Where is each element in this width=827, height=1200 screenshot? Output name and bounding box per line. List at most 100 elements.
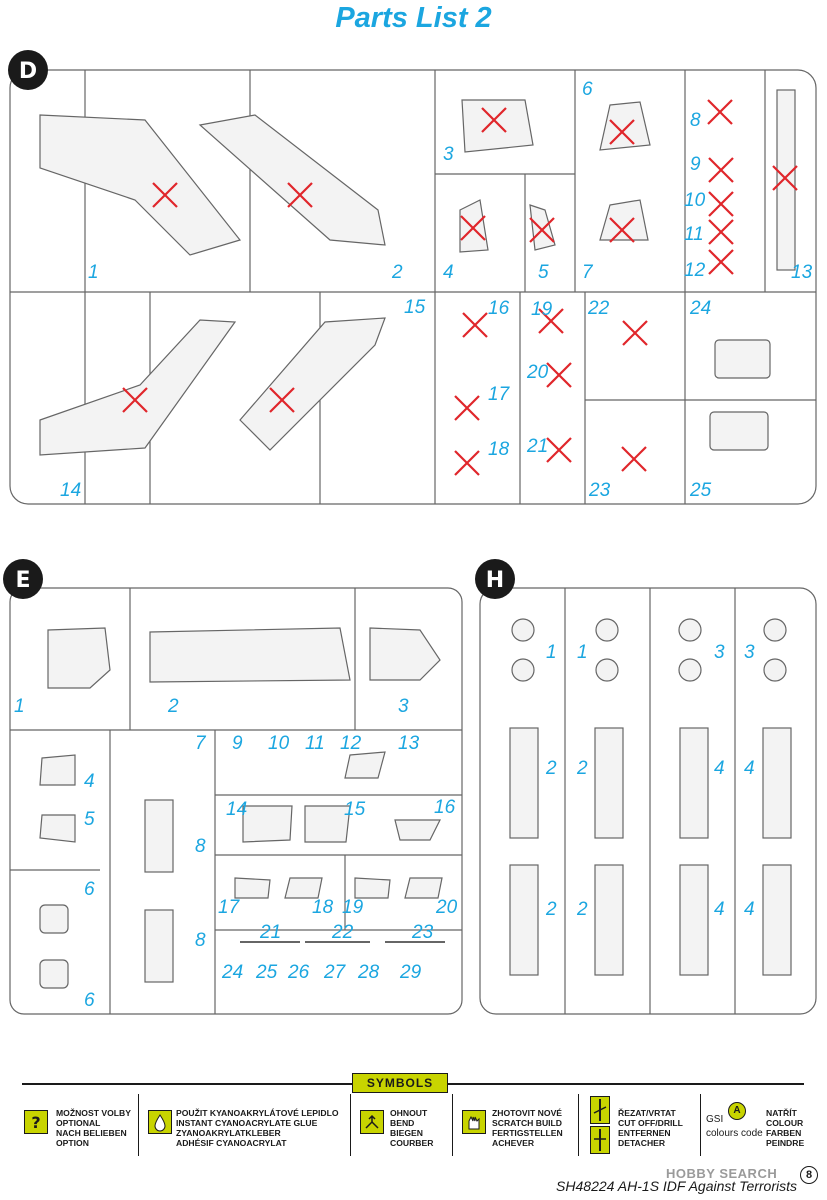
drill-icon: [590, 1126, 610, 1154]
symbol-text: ENTFERNEN: [618, 1128, 671, 1138]
part-number: 24: [221, 962, 243, 983]
symbol-text: MOŽNOST VOLBY: [56, 1108, 131, 1118]
symbol-text: ŘEZAT/VRTAT: [618, 1108, 676, 1118]
symbol-text: FERTIGSTELLEN: [492, 1128, 563, 1138]
part-number: 24: [689, 298, 711, 319]
part-number: 4: [744, 758, 755, 779]
part-number: 21: [526, 436, 548, 457]
part-number: 1: [577, 642, 588, 663]
part-number: 2: [545, 758, 557, 779]
part-number: 12: [684, 260, 706, 281]
symbol-text: PEINDRE: [766, 1138, 805, 1148]
part-number: 8: [195, 836, 206, 857]
part-number: 22: [587, 298, 610, 319]
symbol-text: FARBEN: [766, 1128, 802, 1138]
part-number: 3: [714, 642, 725, 663]
symbol-text: OHNOUT: [390, 1108, 428, 1118]
cut-icon: [590, 1096, 610, 1124]
part-number: 23: [411, 922, 434, 943]
symbol-text: POUŽIT KYANOAKRYLÁTOVÉ LEPIDLO: [176, 1108, 339, 1118]
part-number: 4: [744, 899, 755, 920]
symbol-optional: ? MOŽNOST VOLBY OPTIONAL NACH BELIEBEN O…: [22, 1096, 132, 1156]
footer-title: SH48224 AH-1S IDF Against Terrorists: [556, 1178, 797, 1194]
part-number: 15: [404, 297, 426, 318]
part-number: 9: [690, 154, 701, 175]
sprue-d: [9, 69, 817, 505]
symbol-separator: [350, 1094, 351, 1156]
part-number: 12: [340, 733, 362, 754]
part-number: 23: [588, 480, 611, 501]
symbols-header: SYMBOLS: [352, 1073, 448, 1093]
part-number: 4: [84, 771, 95, 792]
part-number: 15: [344, 799, 366, 820]
part-number: 18: [488, 439, 510, 460]
part-number: 28: [357, 962, 380, 983]
page-title: Parts List 2: [335, 2, 492, 34]
part-number: 6: [84, 990, 95, 1011]
part-number: 8: [690, 110, 701, 131]
symbol-text: INSTANT CYANOACRYLATE GLUE: [176, 1118, 318, 1128]
glue-drop-icon: [148, 1110, 172, 1134]
page-number: 8: [800, 1166, 818, 1184]
part-number: 9: [232, 733, 243, 754]
symbol-text: OPTIONAL: [56, 1118, 101, 1128]
colours-code-label: colours code: [706, 1128, 763, 1139]
part-number: 3: [443, 144, 454, 165]
symbol-glue: POUŽIT KYANOAKRYLÁTOVÉ LEPIDLO INSTANT C…: [146, 1096, 346, 1156]
part-number: 1: [546, 642, 557, 663]
part-number: 14: [226, 799, 247, 820]
symbol-text: ZYANOAKRYLATKLEBER: [176, 1128, 281, 1138]
part-number: 22: [331, 922, 354, 943]
part-number: 7: [195, 733, 207, 754]
symbol-text: ACHEVER: [492, 1138, 535, 1148]
sprue-e: [9, 587, 463, 1015]
symbol-text: SCRATCH BUILD: [492, 1118, 563, 1128]
symbol-text: NATŘÍT: [766, 1108, 797, 1118]
part-number: 2: [167, 696, 179, 717]
part-number: 18: [312, 897, 334, 918]
part-number: 20: [435, 897, 458, 918]
part-number: 25: [689, 480, 712, 501]
symbol-text: DETACHER: [618, 1138, 666, 1148]
part-number: 2: [391, 262, 403, 283]
part-number: 10: [268, 733, 290, 754]
symbol-scratch-build: ZHOTOVIT NOVÉ SCRATCH BUILD FERTIGSTELLE…: [460, 1096, 570, 1156]
sprue-h: [479, 587, 817, 1015]
part-number: 16: [434, 797, 456, 818]
part-number: 21: [259, 922, 281, 943]
scratch-build-icon: [462, 1110, 486, 1134]
part-number: 27: [323, 962, 347, 983]
part-number: 13: [398, 733, 420, 754]
part-number: 6: [582, 79, 593, 100]
part-number: 7: [582, 262, 594, 283]
watermark: HOBBY SEARCH: [666, 1166, 778, 1181]
colour-icon: A: [728, 1102, 746, 1120]
part-number: 3: [744, 642, 755, 663]
symbol-separator: [452, 1094, 453, 1156]
part-number: 5: [84, 809, 95, 830]
part-number: 8: [195, 930, 206, 951]
part-number: 17: [218, 897, 241, 918]
symbol-text: OPTION: [56, 1138, 89, 1148]
symbol-text: COURBER: [390, 1138, 434, 1148]
part-number: 19: [342, 897, 364, 918]
part-number: 4: [714, 758, 725, 779]
part-number: 10: [684, 190, 706, 211]
part-number: 26: [287, 962, 310, 983]
symbol-text: COLOUR: [766, 1118, 804, 1128]
part-number: 17: [488, 384, 511, 405]
part-number: 4: [443, 262, 454, 283]
part-number: 1: [88, 262, 99, 283]
svg-text:?: ?: [31, 1113, 40, 1132]
part-number: 4: [714, 899, 725, 920]
sprue-h-badge: H: [475, 559, 515, 599]
symbol-bend: OHNOUT BEND BIEGEN COURBER: [358, 1096, 448, 1156]
symbol-text: BIEGEN: [390, 1128, 423, 1138]
part-number: 3: [398, 696, 409, 717]
part-number: 25: [255, 962, 278, 983]
bend-icon: [360, 1110, 384, 1134]
